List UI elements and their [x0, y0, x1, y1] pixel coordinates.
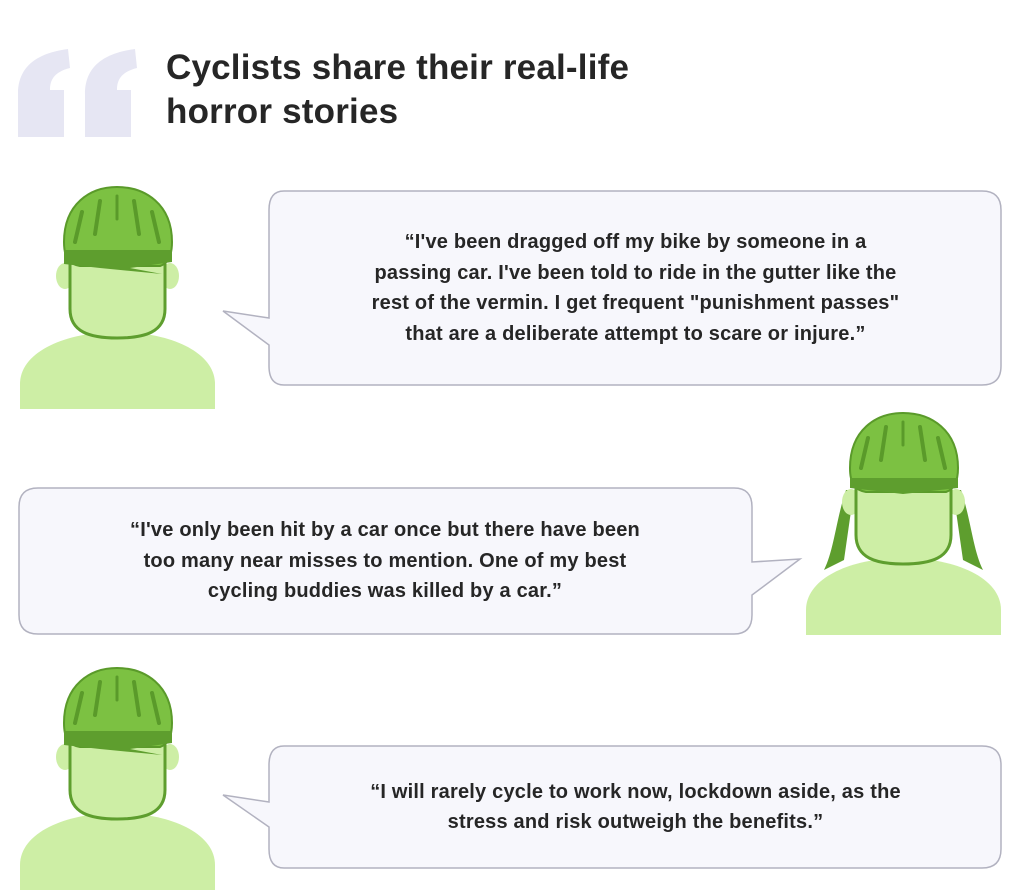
- quote-line: “I will rarely cycle to work now, lockdo…: [370, 780, 901, 803]
- page-title: Cyclists share their real-life horror st…: [166, 46, 629, 134]
- quote-line: that are a deliberate attempt to scare o…: [405, 322, 866, 345]
- female-cyclist-avatar: [806, 411, 1001, 635]
- title-line-1: Cyclists share their real-life: [166, 48, 630, 87]
- quote-line: “I've only been hit by a car once but th…: [130, 519, 640, 542]
- quote-line: cycling buddies was killed by a car.”: [207, 580, 563, 603]
- quote-line: too many near misses to mention. One of …: [143, 549, 627, 572]
- testimonial-quote: “I've only been hit by a car once but th…: [19, 487, 751, 635]
- testimonial-quote: “I will rarely cycle to work now, lockdo…: [270, 745, 1001, 869]
- male-cyclist-avatar: [20, 185, 215, 409]
- title-line-2: horror stories: [166, 92, 399, 131]
- quote-line: “I've been dragged off my bike by someon…: [404, 231, 867, 253]
- testimonial-quote: “I've been dragged off my bike by someon…: [270, 190, 1001, 386]
- speech-bubble: [222, 745, 1002, 869]
- speech-bubble: [18, 487, 803, 635]
- quote-line: rest of the vermin. I get frequent "puni…: [371, 292, 900, 314]
- speech-bubble: [222, 190, 1002, 386]
- quote-mark-icon: [18, 49, 137, 137]
- male-cyclist-avatar: [20, 666, 215, 890]
- quote-line: passing car. I've been told to ride in t…: [374, 261, 897, 284]
- quote-line: stress and risk outweigh the benefits.”: [447, 811, 824, 833]
